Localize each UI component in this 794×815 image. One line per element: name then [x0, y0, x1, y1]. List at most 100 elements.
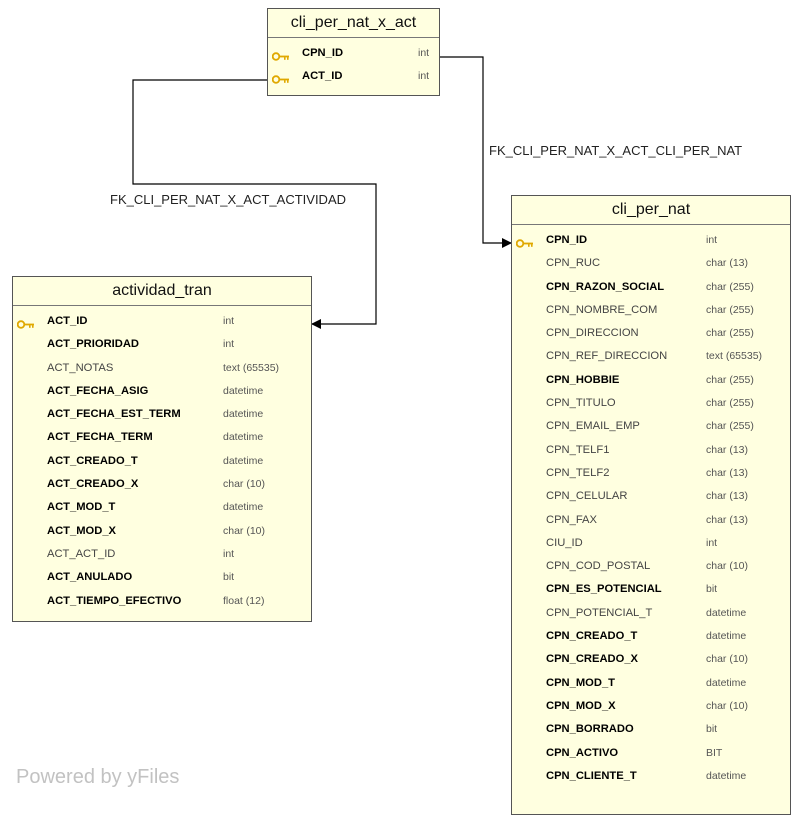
field-row: CPN_ID int	[268, 42, 439, 65]
primary-key-icon	[16, 316, 35, 329]
field-row: CPN_ACTIVO BIT	[512, 742, 790, 765]
field-type: char (10)	[706, 653, 749, 666]
field-name: CPN_HOBBIE	[546, 373, 620, 386]
fk-cli-per-nat-label: FK_CLI_PER_NAT_X_ACT_CLI_PER_NAT	[489, 143, 743, 158]
field-type: char (10)	[223, 478, 266, 491]
field-type: float (12)	[223, 594, 265, 607]
field-name: ACT_CREADO_X	[47, 478, 139, 491]
field-name: ACT_MOD_T	[47, 501, 116, 514]
field-type: datetime	[223, 431, 264, 444]
field-type: text (65535)	[223, 361, 280, 374]
field-type: char (255)	[706, 327, 754, 340]
primary-key-icon	[515, 235, 534, 248]
primary-key-icon	[271, 71, 290, 84]
field-name: CPN_CELULAR	[546, 490, 628, 503]
field-name: CPN_ID	[302, 47, 344, 59]
field-type: int	[706, 536, 718, 549]
field-name: CPN_MOD_X	[546, 699, 616, 712]
primary-key-icon	[271, 48, 290, 61]
field-name: ACT_TIEMPO_EFECTIVO	[47, 594, 182, 607]
field-name: CPN_NOMBRE_COM	[546, 303, 658, 316]
field-name: CPN_COD_POSTAL	[546, 560, 651, 573]
field-name: ACT_FECHA_ASIG	[47, 384, 149, 397]
field-name: CPN_ID	[546, 234, 588, 246]
field-row: ACT_ACT_ID int	[13, 543, 311, 566]
field-row: ACT_NOTAS text (65535)	[13, 357, 311, 380]
fk-actividad-label: FK_CLI_PER_NAT_X_ACT_ACTIVIDAD	[110, 192, 346, 207]
field-name: ACT_ID	[47, 315, 88, 327]
field-name: CIU_ID	[546, 536, 583, 549]
field-name: ACT_ID	[302, 70, 343, 83]
fk-actividad-edge	[132, 79, 377, 329]
field-name: CPN_REF_DIRECCION	[546, 350, 668, 363]
field-type: bit	[706, 583, 718, 596]
field-name: CPN_TELF2	[546, 466, 610, 479]
field-name: ACT_ACT_ID	[47, 547, 116, 560]
field-name: CPN_RUC	[546, 257, 601, 270]
field-name: ACT_NOTAS	[47, 361, 114, 374]
table-title: actividad_tran	[13, 277, 311, 306]
field-row: ACT_ID int	[268, 65, 439, 88]
field-type: datetime	[706, 606, 747, 619]
field-name: CPN_EMAIL_EMP	[546, 420, 640, 433]
field-row: ACT_CREADO_X char (10)	[13, 473, 311, 496]
field-type: char (255)	[706, 303, 754, 316]
field-type: datetime	[223, 408, 264, 421]
field-row: CPN_ID int	[512, 229, 790, 252]
field-type: datetime	[223, 454, 264, 467]
field-type: datetime	[706, 630, 747, 643]
field-row: CPN_POTENCIAL_T datetime	[512, 602, 790, 625]
field-type: BIT	[706, 746, 723, 759]
field-type: int	[223, 547, 235, 560]
field-row: ACT_MOD_T datetime	[13, 496, 311, 519]
field-row: CPN_TELF2 char (13)	[512, 462, 790, 485]
field-name: CPN_ACTIVO	[546, 746, 619, 759]
field-name: CPN_POTENCIAL_T	[546, 606, 653, 619]
field-type: int	[418, 47, 430, 59]
relationship-edges	[132, 56, 512, 329]
field-row: CPN_ES_POTENCIAL bit	[512, 578, 790, 601]
field-type: int	[418, 70, 430, 83]
field-name: CPN_BORRADO	[546, 723, 634, 736]
field-type: char (255)	[706, 420, 754, 433]
field-type: char (255)	[706, 373, 754, 386]
field-name: CPN_CREADO_T	[546, 630, 638, 643]
field-type: datetime	[223, 501, 264, 514]
field-type: char (13)	[706, 466, 749, 479]
field-name: ACT_ANULADO	[47, 571, 133, 584]
field-type: int	[706, 234, 718, 246]
field-type: int	[223, 315, 235, 327]
field-row: CPN_CREADO_T datetime	[512, 625, 790, 648]
field-row: ACT_TIEMPO_EFECTIVO float (12)	[13, 590, 311, 613]
field-type: char (13)	[706, 443, 749, 456]
table-title: cli_per_nat_x_act	[268, 9, 439, 38]
field-type: char (255)	[706, 280, 754, 293]
field-row: ACT_ID int	[13, 310, 311, 333]
field-name: CPN_CLIENTE_T	[546, 769, 637, 782]
field-name: ACT_MOD_X	[47, 524, 116, 537]
table-title: cli_per_nat	[512, 196, 790, 225]
field-name: CPN_ES_POTENCIAL	[546, 583, 662, 596]
field-name: CPN_TITULO	[546, 397, 616, 410]
field-type: char (13)	[706, 257, 749, 270]
